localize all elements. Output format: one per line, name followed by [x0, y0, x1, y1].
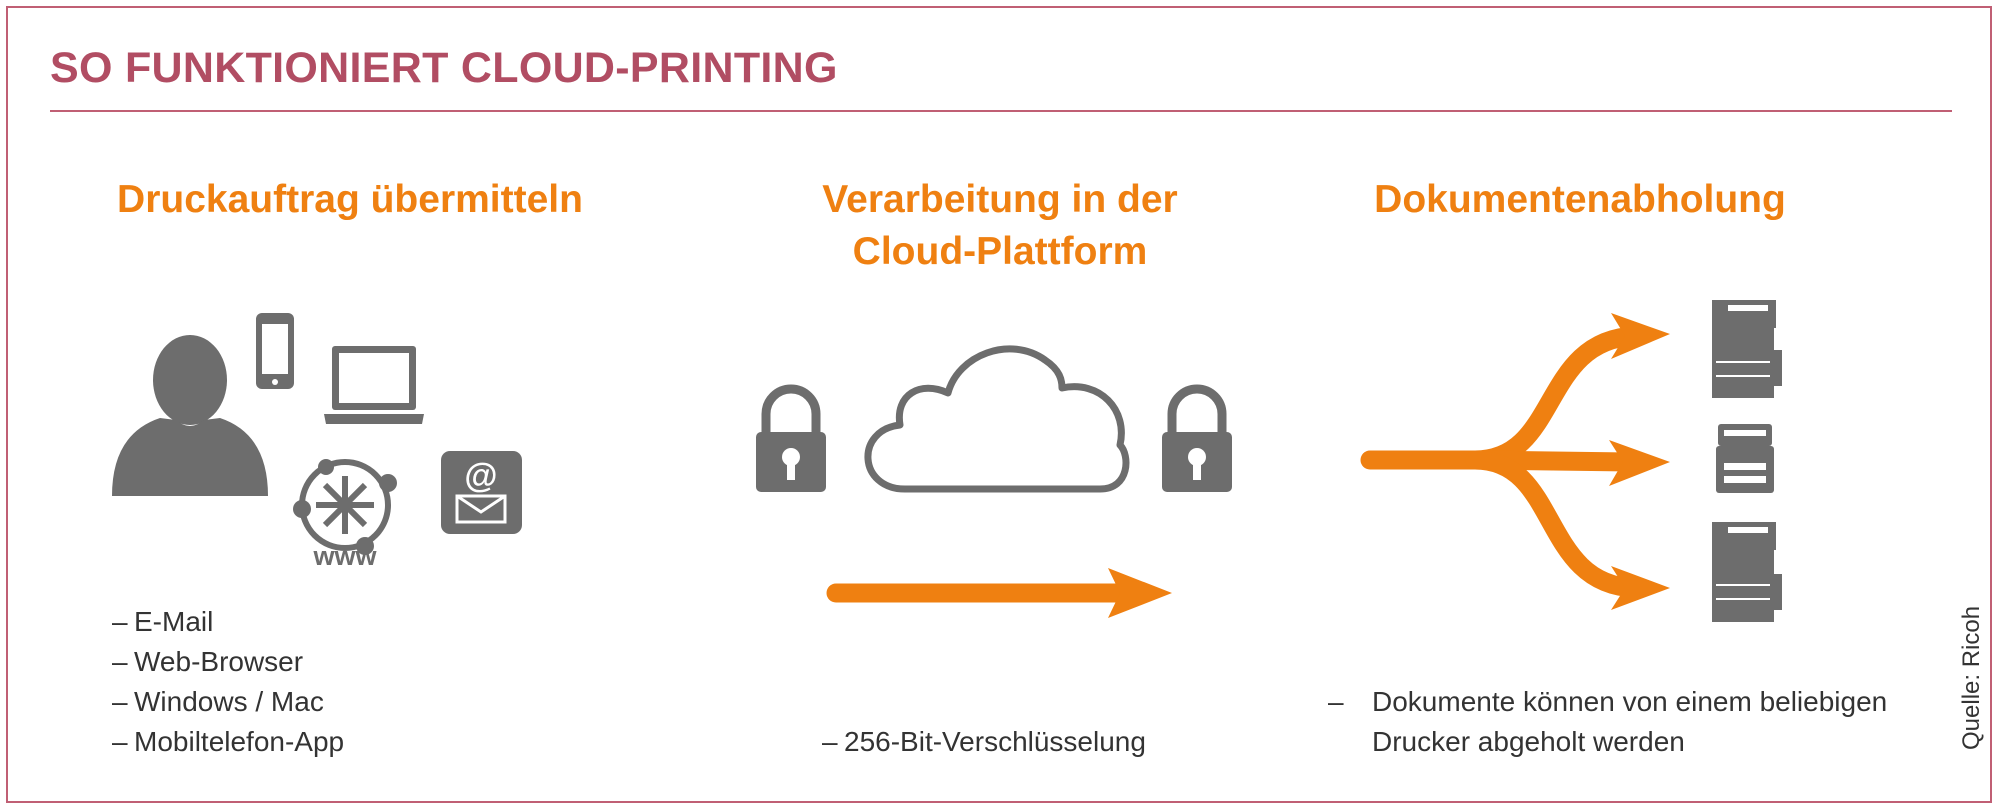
heading-line-1: Verarbeitung in der: [822, 178, 1178, 221]
arrowheads: [1609, 313, 1670, 610]
list-item-text: E-Mail: [134, 606, 214, 637]
list-item: –Dokumente können von einem beliebigen D…: [1328, 682, 1890, 757]
lock-icon: [756, 384, 826, 492]
lock-icon: [1162, 384, 1232, 492]
arrow-right-icon: [826, 568, 1172, 618]
list-item-text: Dokumente können von einem beliebigen Dr…: [1372, 686, 1888, 757]
list-dash: –: [112, 726, 128, 757]
source-label: Quelle: Ricoh: [1958, 605, 1985, 750]
list-item-text: Windows / Mac: [134, 686, 324, 717]
list-item: –E-Mail: [112, 602, 344, 642]
list-dash: –: [1328, 686, 1344, 717]
column-heading-submit: Druckauftrag übermitteln: [117, 178, 583, 221]
submit-methods-list: –E-Mail –Web-Browser –Windows / Mac –Mob…: [112, 602, 344, 762]
web-network-icon: [293, 459, 397, 555]
processing-list: –256-Bit-Verschlüsselung: [822, 722, 1146, 762]
list-item: –256-Bit-Verschlüsselung: [822, 722, 1146, 762]
title-rule: [50, 110, 1952, 112]
printer-icon: [1716, 424, 1774, 493]
printer-icon: [1712, 522, 1782, 622]
user-icon: [112, 335, 268, 496]
email-icon: @: [441, 451, 522, 534]
list-dash: –: [112, 606, 128, 637]
printer-icon: [1712, 300, 1782, 398]
list-item: –Web-Browser: [112, 642, 344, 682]
email-at-symbol: @: [464, 457, 497, 495]
branching-arrows-icon: [1360, 326, 1645, 598]
list-item-text: Mobiltelefon-App: [134, 726, 345, 757]
list-item-text: Web-Browser: [134, 646, 304, 677]
list-item: –Windows / Mac: [112, 682, 344, 722]
column-heading-processing: Verarbeitung in der Cloud-Plattform: [700, 174, 1300, 278]
column-heading-pickup: Dokumentenabholung: [1374, 178, 1786, 221]
list-item: –Mobiltelefon-App: [112, 722, 344, 762]
list-item-text: 256-Bit-Verschlüsselung: [844, 726, 1146, 757]
pickup-list: –Dokumente können von einem beliebigen D…: [1328, 682, 1890, 757]
laptop-icon: [324, 346, 424, 424]
smartphone-icon: [256, 313, 294, 389]
heading-line-2: Cloud-Plattform: [852, 230, 1148, 273]
list-dash: –: [112, 646, 128, 677]
www-label: www: [312, 541, 377, 571]
diagram-frame: [6, 6, 1992, 803]
page-title: SO FUNKTIONIERT CLOUD-PRINTING: [50, 44, 838, 92]
list-dash: –: [822, 726, 838, 757]
list-dash: –: [112, 686, 128, 717]
cloud-icon: [864, 345, 1130, 493]
